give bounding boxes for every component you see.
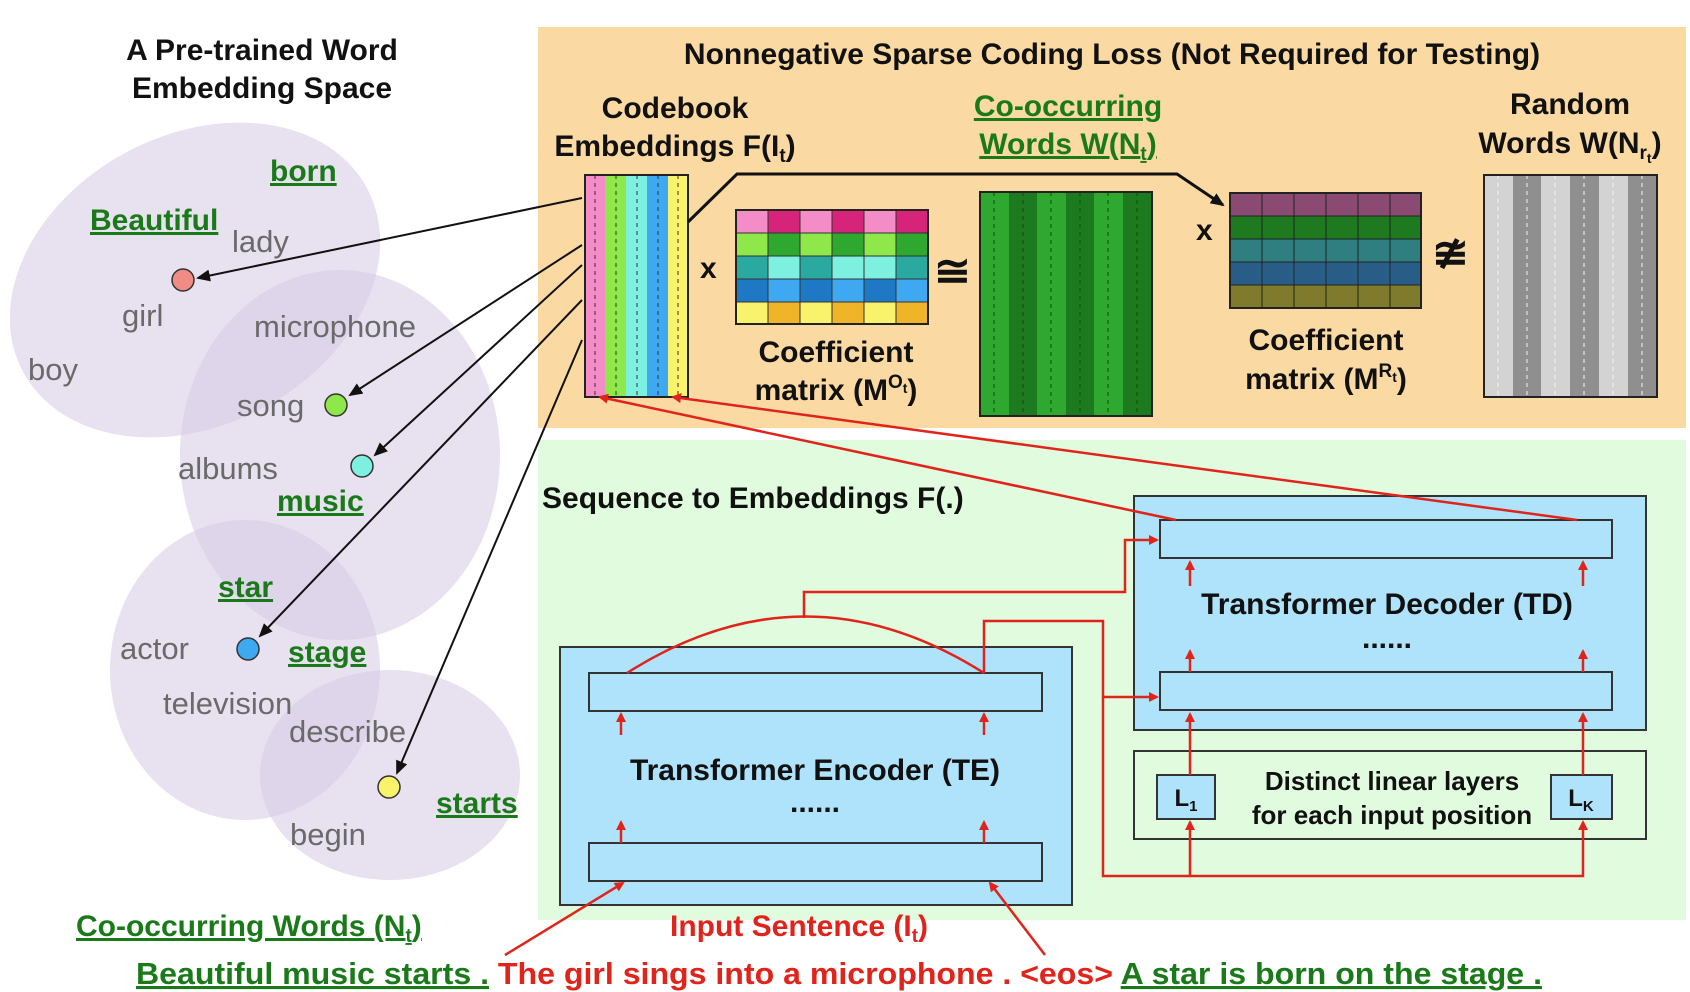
word-girl: girl <box>122 298 163 333</box>
l1-box <box>1156 774 1216 820</box>
top-panel-title: Nonnegative Sparse Coding Loss (Not Requ… <box>684 38 1540 71</box>
coef1-label-line1: Coefficient <box>758 336 913 369</box>
decoder-top-layer <box>1159 519 1613 559</box>
red-flow-arrows <box>504 393 1588 957</box>
sentence-segment-red: The girl sings into a microphone . <eos> <box>489 956 1121 991</box>
arrow-to-yellow <box>396 339 583 775</box>
word-starts: starts <box>436 787 518 820</box>
arrow-to-cyan <box>373 264 583 457</box>
l1-label: L1 <box>1174 785 1197 815</box>
coef2-label-line1: Coefficient <box>1248 324 1403 357</box>
cluster-start <box>260 670 520 880</box>
point-cyan <box>350 454 374 478</box>
cooccurring-words-matrix <box>979 191 1153 417</box>
word-lady: lady <box>232 224 289 259</box>
cooccur-bottom-label: Co-occurring Words (Nt) <box>76 910 422 947</box>
point-pink <box>171 268 195 292</box>
codebook-label-line2: Embeddings F(It) <box>554 130 795 167</box>
not-approx-symbol: ≇ <box>1432 229 1469 278</box>
input-sentence: Beautiful music starts . The girl sings … <box>136 956 1542 991</box>
word-song: song <box>237 388 304 423</box>
word-actor: actor <box>120 631 189 666</box>
point-green <box>324 393 348 417</box>
random-label-line2: Words W(Nrt) <box>1478 127 1661 166</box>
embedding-space-title-line2: Embedding Space <box>132 72 392 105</box>
random-label-line1: Random <box>1510 88 1630 121</box>
codebook-to-coef2-line <box>686 172 1225 224</box>
word-stage: stage <box>288 636 366 669</box>
cooccur-label-line1: Co-occurring <box>974 90 1162 123</box>
codebook-matrix <box>584 174 689 398</box>
word-albums: albums <box>178 451 278 486</box>
linear-layers-block <box>1133 750 1647 840</box>
encoder-bottom-layer <box>588 842 1043 882</box>
input-sentence-label: Input Sentence (It) <box>670 910 928 947</box>
cooccur-label-line2: Words W(Nt) <box>979 128 1156 165</box>
coefficient-matrix-2 <box>1229 192 1422 309</box>
arrow-to-pink <box>196 197 583 282</box>
word-microphone: microphone <box>254 309 416 344</box>
codebook-label-line1: Codebook <box>602 92 749 125</box>
linear-label-line1: Distinct linear layers <box>1265 766 1519 796</box>
lk-box <box>1550 774 1613 820</box>
word-television: television <box>163 686 292 721</box>
sentence-segment-green-2: A star is born on the stage . <box>1121 956 1542 991</box>
decoder-label: Transformer Decoder (TD) <box>1201 588 1573 621</box>
decoder-dots: ...... <box>1362 622 1412 655</box>
random-words-matrix <box>1483 174 1658 398</box>
approx-symbol: ≅ <box>934 247 971 296</box>
decoder-bottom-layer <box>1159 671 1613 711</box>
embedding-clusters <box>9 122 520 880</box>
word-born: born <box>270 155 337 188</box>
coef2-label-line2: matrix (MRt) <box>1245 361 1407 396</box>
word-describe: describe <box>289 714 406 749</box>
lk-label: LK <box>1568 785 1594 815</box>
coefficient-matrix-1 <box>735 209 929 325</box>
arrow-to-green <box>348 244 583 397</box>
encoder-dots: ...... <box>790 786 840 819</box>
sentence-segment-green-1: Beautiful music starts . <box>136 956 489 991</box>
word-beautiful: Beautiful <box>90 204 218 237</box>
word-music: music <box>277 485 364 518</box>
bottom-panel-title: Sequence to Embeddings F(.) <box>542 482 964 515</box>
embedding-space-title-line1: A Pre-trained Word <box>126 34 398 67</box>
times-symbol-1: x <box>700 252 717 285</box>
encoder-label: Transformer Encoder (TE) <box>630 754 1000 787</box>
point-yellow <box>377 775 401 799</box>
times-symbol-2: x <box>1196 214 1213 247</box>
encoder-top-layer <box>588 672 1043 712</box>
codebook-to-point-arrows <box>196 197 583 775</box>
arrow-to-blue <box>258 299 583 638</box>
linear-label-line2: for each input position <box>1252 800 1532 830</box>
point-blue <box>236 637 260 661</box>
word-boy: boy <box>28 352 78 387</box>
word-begin: begin <box>290 817 366 852</box>
word-star: star <box>218 571 273 604</box>
coef1-label-line2: matrix (MOt) <box>755 372 918 407</box>
